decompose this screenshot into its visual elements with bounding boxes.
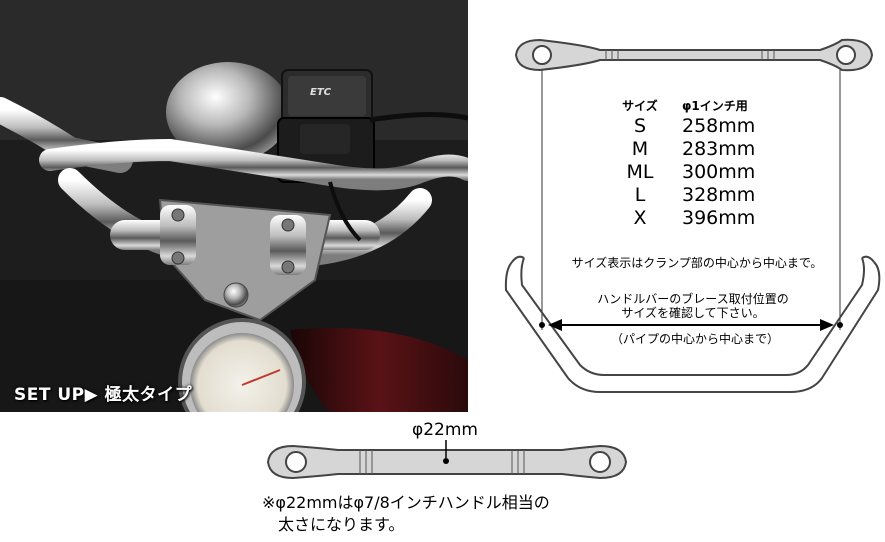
size-length: 328mm <box>682 183 756 206</box>
footnote-line2: 太さになります。 <box>278 515 405 534</box>
etc-unit: ETC <box>277 69 375 183</box>
motorcycle-handlebar-photo: ETC <box>0 0 468 412</box>
size-length: 283mm <box>682 137 756 160</box>
size-table-header: サイズ φ1インチ用 <box>612 96 782 114</box>
photo-caption: SET UP▶ 極太タイプ <box>14 385 193 405</box>
footnote: ※φ22mmはφ7/8インチハンドル相当の 太さになります。 <box>262 492 550 536</box>
fuel-tank <box>290 328 468 412</box>
size-length: 300mm <box>682 160 756 183</box>
handlebar <box>39 138 468 191</box>
size-table: サイズ φ1インチ用 S 258mm M 283mm ML 300mm L 32… <box>612 96 782 229</box>
brace-bar-top-view <box>514 38 874 72</box>
etc-unit-label: ETC <box>310 87 332 98</box>
header-size: サイズ <box>622 98 658 113</box>
size-row: S 258mm <box>612 114 782 137</box>
diameter-label: φ22mm <box>412 420 478 440</box>
size-code: S <box>633 114 647 137</box>
size-code: ML <box>626 160 654 183</box>
handlebar-outline <box>504 255 881 393</box>
brace-position-note-line2: サイズを確認して下さい。 <box>621 306 765 320</box>
size-row: M 283mm <box>612 137 782 160</box>
size-code: M <box>631 137 649 160</box>
size-row: X 396mm <box>612 206 782 229</box>
brace-position-note-line1: ハンドルバーのブレース取付位置の <box>597 292 789 306</box>
size-row: L 328mm <box>612 183 782 206</box>
size-row: ML 300mm <box>612 160 782 183</box>
size-display-note: サイズ表示はクランプ部の中心から中心まで。 <box>571 256 823 270</box>
pipe-center-note: （パイプの中心から中心まで） <box>610 332 779 346</box>
headlight <box>166 62 290 162</box>
size-code: X <box>633 206 647 229</box>
brace-bar-22mm <box>266 440 628 480</box>
header-length: φ1インチ用 <box>682 98 748 113</box>
speedometer <box>178 318 306 412</box>
size-code: L <box>634 183 646 206</box>
brace-position-note: ハンドルバーのブレース取付位置の サイズを確認して下さい。 <box>575 292 811 320</box>
size-length: 258mm <box>682 114 756 137</box>
width-arrow <box>539 319 843 331</box>
size-length: 396mm <box>682 206 756 229</box>
footnote-line1: ※φ22mmはφ7/8インチハンドル相当の <box>262 493 550 512</box>
